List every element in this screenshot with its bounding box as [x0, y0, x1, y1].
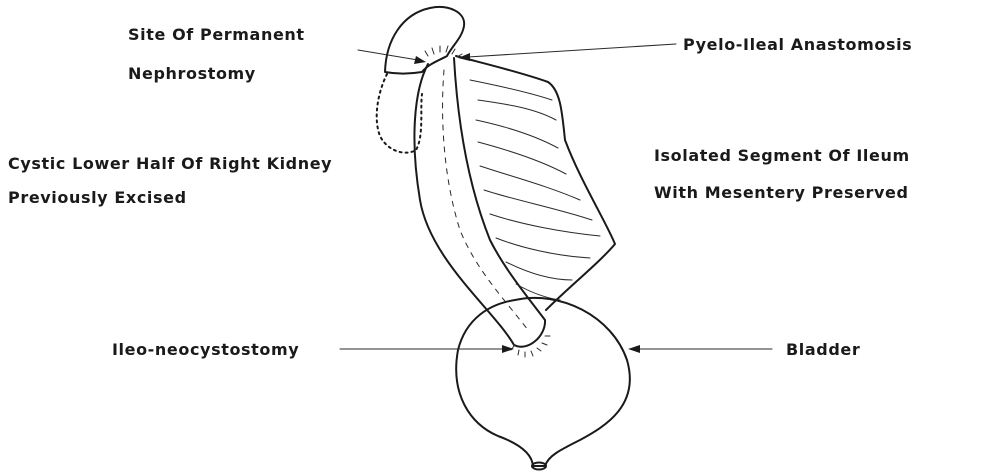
- arrow-site-head: [414, 56, 426, 64]
- arrow-pyelo-line: [468, 44, 676, 57]
- label-cystic-line1: Cystic Lower Half Of Right Kidney: [8, 156, 332, 172]
- arrow-ileo-head: [502, 345, 514, 353]
- arrow-bladder-head: [628, 345, 640, 353]
- bladder-outline: [456, 298, 630, 466]
- ileum-segment-outline: [414, 58, 545, 347]
- label-cystic-line2: Previously Excised: [8, 190, 187, 206]
- label-site-line2: Nephrostomy: [128, 66, 256, 82]
- label-ileo-neocystostomy: Ileo-neocystostomy: [112, 342, 299, 358]
- ileum-inner-line: [443, 70, 528, 330]
- label-isolated-line1: Isolated Segment Of Ileum: [654, 148, 910, 164]
- label-site-line1: Site Of Permanent: [128, 27, 305, 43]
- mesentery-folds: [470, 80, 600, 300]
- kidney-outline: [385, 7, 464, 74]
- label-pyelo-ileal: Pyelo-Ileal Anastomosis: [683, 37, 912, 53]
- label-bladder: Bladder: [786, 342, 860, 358]
- label-isolated-line2: With Mesentery Preserved: [654, 185, 909, 201]
- mesentery-outline: [456, 56, 615, 310]
